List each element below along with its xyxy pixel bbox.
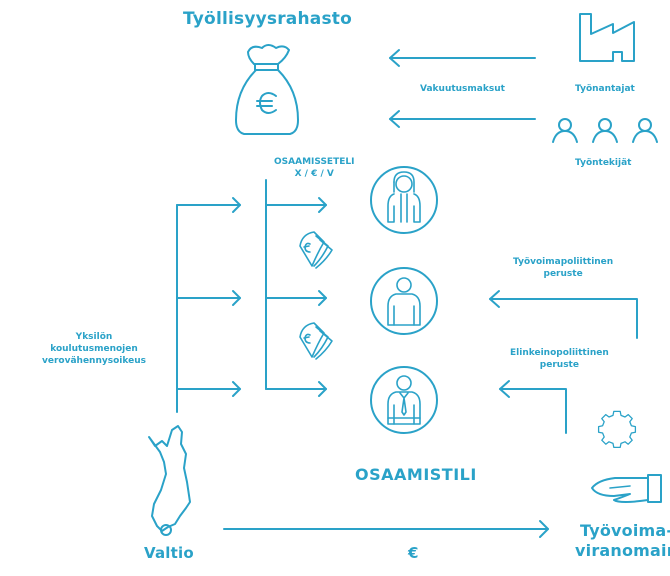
osaamisseteli-flow-lines — [265, 179, 327, 397]
tyonantajat-label: Työnantajat — [575, 84, 635, 94]
elinkeinopoliittinen-line: Elinkeinopoliittinen — [510, 348, 609, 358]
vakuutusmaksut-arrows — [389, 49, 536, 128]
osaamisseteli-unit: X / € / V — [294, 169, 334, 179]
verovahennys-line: Yksilön — [75, 332, 113, 342]
hand-icon — [591, 474, 662, 503]
people-icon — [552, 118, 658, 143]
osaamisseteli-label: OSAAMISSETELI X / € / V — [274, 156, 354, 180]
tyovoimapoliittinen-arrow — [489, 290, 638, 339]
verovahennys-line: koulutusmenojen — [50, 344, 138, 354]
elinkeinopoliittinen-line: peruste — [539, 360, 579, 370]
tyovoimapoliittinen-line: Työvoimapoliittinen — [513, 257, 614, 267]
euro-banknotes-icon — [299, 322, 333, 360]
euro-banknotes-icon — [299, 231, 333, 269]
worker-icon — [370, 267, 438, 335]
tyovoimapoliittinen-label: Työvoimapoliittinen peruste — [513, 256, 613, 280]
student-icon — [370, 166, 438, 234]
gear-icon — [597, 410, 637, 449]
vakuutusmaksut-label: Vakuutusmaksut — [420, 84, 505, 94]
fund-title: Työllisyysrahasto — [183, 9, 352, 29]
tyovoimaviranomainen-line: viranomainen — [575, 541, 670, 560]
verovahennys-line: verovähennysoikeus — [42, 356, 146, 366]
valtio-label: Valtio — [144, 544, 194, 562]
money-bag-euro-icon — [235, 44, 299, 135]
verovahennys-label: Yksilön koulutusmenojen verovähennysoike… — [42, 331, 146, 367]
osaamisseteli-title: OSAAMISSETELI — [274, 157, 355, 167]
tyovoimaviranomainen-line: Työvoima- — [580, 521, 670, 540]
tyovoimapoliittinen-line: peruste — [543, 269, 583, 279]
tyontekijat-label: Työntekijät — [575, 158, 632, 168]
elinkeinopoliittinen-label: Elinkeinopoliittinen peruste — [510, 347, 609, 371]
tyovoimaviranomainen-label: Työvoima- viranomainen — [575, 521, 670, 561]
state-flow-lines — [176, 197, 241, 413]
osaamistili-title: OSAAMISTILI — [355, 465, 477, 484]
valtio-to-viranomainen-arrow — [223, 520, 549, 538]
finland-map-icon — [148, 425, 191, 536]
factory-icon — [579, 13, 635, 62]
euro-label: € — [408, 544, 419, 562]
employee-icon — [370, 366, 438, 434]
elinkeinopoliittinen-arrow — [499, 380, 567, 434]
